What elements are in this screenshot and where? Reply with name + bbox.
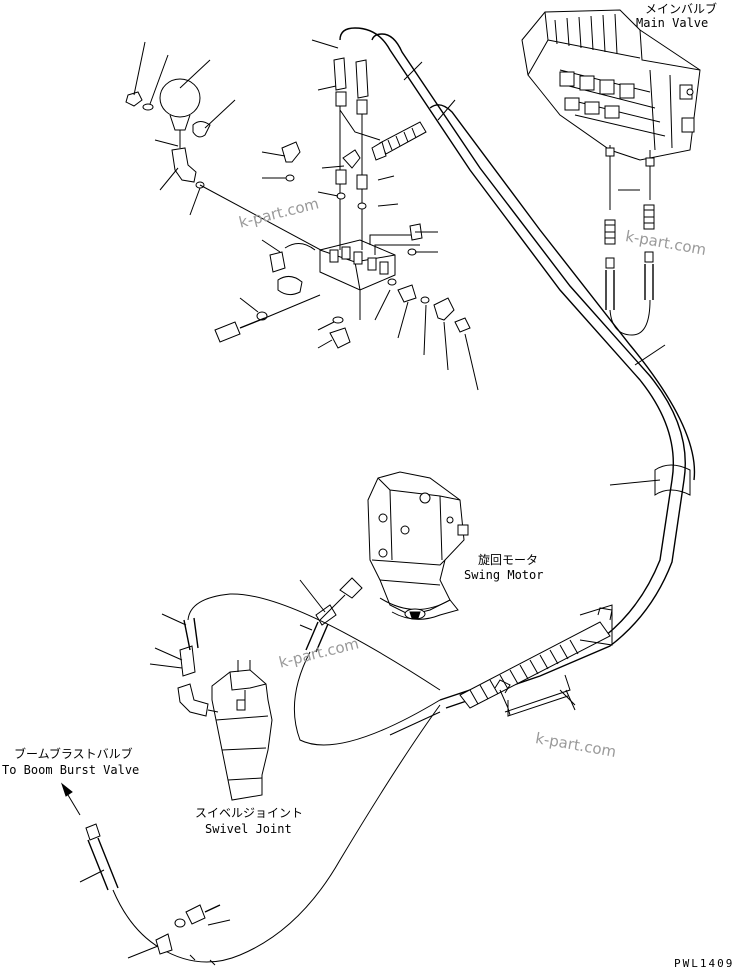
spiral-hose-guard (459, 604, 613, 716)
valve-block-cluster (125, 57, 471, 349)
leader-lines-lower (389, 689, 576, 736)
boom-burst-label-jp: ブームブラストバルブ (14, 747, 133, 761)
swing-motor-label-en: Swing Motor (464, 568, 544, 582)
swing-motor-assembly (339, 471, 469, 620)
drawing-code: PWL1409 (674, 957, 735, 970)
swivel-hose-left (149, 593, 441, 691)
main-valve-label-jp: メインバルブ (645, 2, 718, 16)
main-valve-label-en: Main Valve (636, 16, 709, 30)
leader-lines-cluster (133, 39, 479, 391)
boom-burst-label-en: To Boom Burst Valve (2, 763, 140, 777)
boom-burst-hose (60, 704, 441, 966)
swing-motor-hose (293, 579, 441, 746)
swivel-joint-label-en: Swivel Joint (205, 822, 292, 836)
swivel-joint-assembly (177, 660, 273, 801)
hose-clamps (494, 607, 613, 717)
main-valve-hoses (604, 145, 655, 336)
swivel-joint-label-jp: スイベルジョイント (195, 806, 304, 820)
long-hose-bundle (339, 27, 696, 709)
swing-motor-label-jp: 旋回モータ (478, 553, 539, 567)
main-valve-assembly (521, 9, 701, 161)
